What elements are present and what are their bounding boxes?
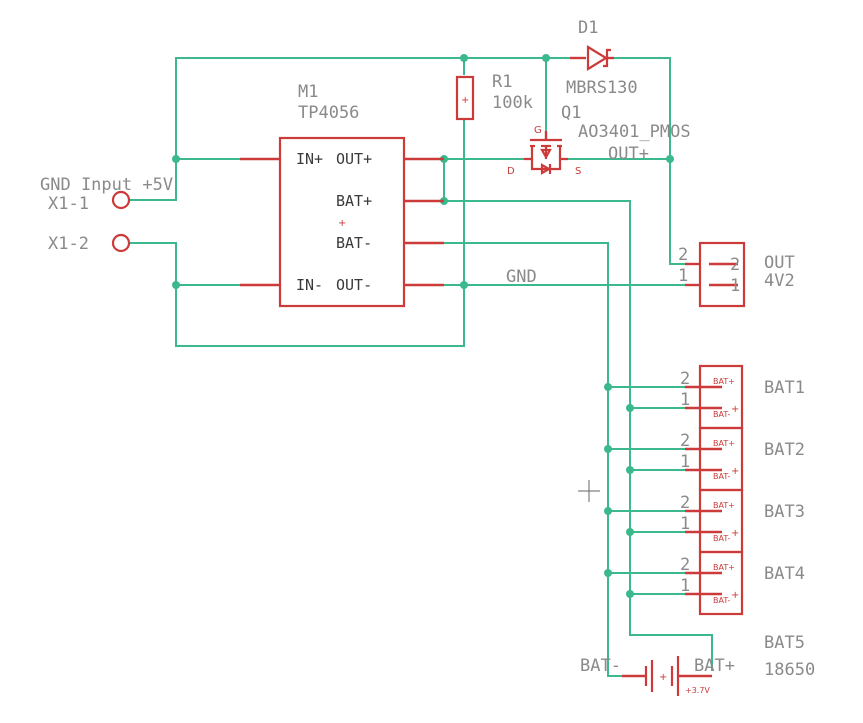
r1-resistor[interactable]: + R1 100k bbox=[455, 72, 533, 121]
battery-connectors: 21BAT+BAT-+BAT121BAT+BAT-+BAT221BAT+BAT-… bbox=[680, 364, 805, 616]
bat-connector-pin1: 1 bbox=[680, 576, 690, 596]
net-label-out-plus: OUT+ bbox=[608, 144, 649, 164]
bat-connector-pin2: 2 bbox=[680, 493, 690, 513]
svg-text:+: + bbox=[461, 95, 469, 106]
m1-name: M1 bbox=[298, 82, 318, 102]
r1-name: R1 bbox=[492, 72, 512, 92]
svg-text:+: + bbox=[659, 672, 667, 683]
bat-connector-bottom-mark: BAT- bbox=[713, 410, 730, 419]
m1-pin-bat-minus: BAT- bbox=[336, 234, 372, 252]
svg-text:+: + bbox=[731, 466, 739, 477]
bat5-neg-label: BAT- bbox=[580, 656, 621, 676]
battery-connector-3[interactable]: 21 BAT+ BAT-+ BAT3 bbox=[680, 488, 805, 554]
x1-pin1-terminal[interactable] bbox=[111, 190, 131, 210]
bat-connector-pin2: 2 bbox=[680, 369, 690, 389]
x1-pin1-label: X1-1 bbox=[48, 194, 89, 214]
out-pin1-outer: 1 bbox=[678, 266, 688, 286]
bat-connector-name: BAT4 bbox=[764, 564, 805, 584]
d1-diode[interactable]: D1 MBRS130 bbox=[566, 18, 638, 98]
bat-connector-name: BAT3 bbox=[764, 502, 805, 522]
bat-connector-pin1: 1 bbox=[680, 452, 690, 472]
bat-connector-name: BAT2 bbox=[764, 440, 805, 460]
q1-pin-g: G bbox=[534, 125, 542, 136]
m1-pin-bat-plus: BAT+ bbox=[336, 192, 372, 210]
m1-value: TP4056 bbox=[298, 103, 359, 123]
m1-tp4056-module[interactable]: M1 TP4056 IN+ OUT+ BAT+ + BAT- IN- OUT- bbox=[240, 82, 444, 308]
x1-pin2-label: X1-2 bbox=[48, 234, 89, 254]
svg-text:+: + bbox=[731, 528, 739, 539]
bat5-18650-cell[interactable]: + BAT- BAT+ +3.7V BAT5 18650 bbox=[580, 633, 815, 696]
bat-connector-pin1: 1 bbox=[680, 390, 690, 410]
out-value: 4V2 bbox=[764, 271, 795, 291]
d1-name: D1 bbox=[578, 18, 598, 38]
out-connector[interactable]: 2 1 2 1 OUT 4V2 bbox=[678, 241, 795, 308]
bat5-voltage: +3.7V bbox=[685, 686, 710, 695]
x1-input-connector[interactable]: GND Input +5V X1-1 X1-2 bbox=[40, 175, 173, 254]
bat-connector-bottom-mark: BAT- bbox=[713, 596, 730, 605]
m1-plus-mark: + bbox=[338, 218, 346, 229]
bat-connector-top-mark: BAT+ bbox=[713, 377, 735, 386]
m1-body[interactable] bbox=[278, 136, 406, 308]
bat5-value: 18650 bbox=[764, 660, 815, 680]
bat-connector-bottom-mark: BAT- bbox=[713, 472, 730, 481]
q1-pin-s: S bbox=[575, 166, 581, 177]
battery-connector-1[interactable]: 21 BAT+ BAT-+ BAT1 bbox=[680, 364, 805, 430]
svg-text:+: + bbox=[731, 590, 739, 601]
bat-connector-name: BAT1 bbox=[764, 378, 805, 398]
bat-connector-pin2: 2 bbox=[680, 555, 690, 575]
net-label-gnd: GND bbox=[506, 267, 537, 287]
out-name: OUT bbox=[764, 253, 795, 273]
battery-connector-2[interactable]: 21 BAT+ BAT-+ BAT2 bbox=[680, 426, 805, 492]
bat-connector-pin2: 2 bbox=[680, 431, 690, 451]
battery-connector-4[interactable]: 21 BAT+ BAT-+ BAT4 bbox=[680, 550, 805, 616]
out-pin1-inner: 1 bbox=[730, 276, 740, 296]
d1-value: MBRS130 bbox=[566, 78, 638, 98]
q1-value: AO3401_PMOS bbox=[578, 122, 691, 142]
bat-connector-top-mark: BAT+ bbox=[713, 501, 735, 510]
crosshair-cursor-icon bbox=[578, 480, 600, 502]
x1-pin2-terminal[interactable] bbox=[111, 233, 131, 253]
out-pin2-inner: 2 bbox=[730, 255, 740, 275]
m1-pin-out-minus: OUT- bbox=[336, 276, 372, 294]
q1-pin-d: D bbox=[507, 166, 515, 177]
r1-value: 100k bbox=[492, 93, 533, 113]
q1-pmos[interactable]: Q1 AO3401_PMOS G D S bbox=[507, 103, 691, 177]
q1-name: Q1 bbox=[561, 103, 581, 123]
m1-pin-in-plus: IN+ bbox=[296, 150, 323, 168]
bat5-name: BAT5 bbox=[764, 633, 805, 653]
junction-dots bbox=[172, 54, 674, 598]
m1-pin-out-plus: OUT+ bbox=[336, 150, 372, 168]
bat5-pos-label: BAT+ bbox=[694, 656, 735, 676]
svg-text:+: + bbox=[731, 404, 739, 415]
wires bbox=[130, 57, 713, 677]
out-pin2-outer: 2 bbox=[678, 245, 688, 265]
bat-connector-top-mark: BAT+ bbox=[713, 439, 735, 448]
bat-connector-pin1: 1 bbox=[680, 514, 690, 534]
bat-connector-bottom-mark: BAT- bbox=[713, 534, 730, 543]
bat-connector-top-mark: BAT+ bbox=[713, 563, 735, 572]
x1-label: GND Input +5V bbox=[40, 175, 173, 195]
m1-pin-in-minus: IN- bbox=[296, 276, 323, 294]
